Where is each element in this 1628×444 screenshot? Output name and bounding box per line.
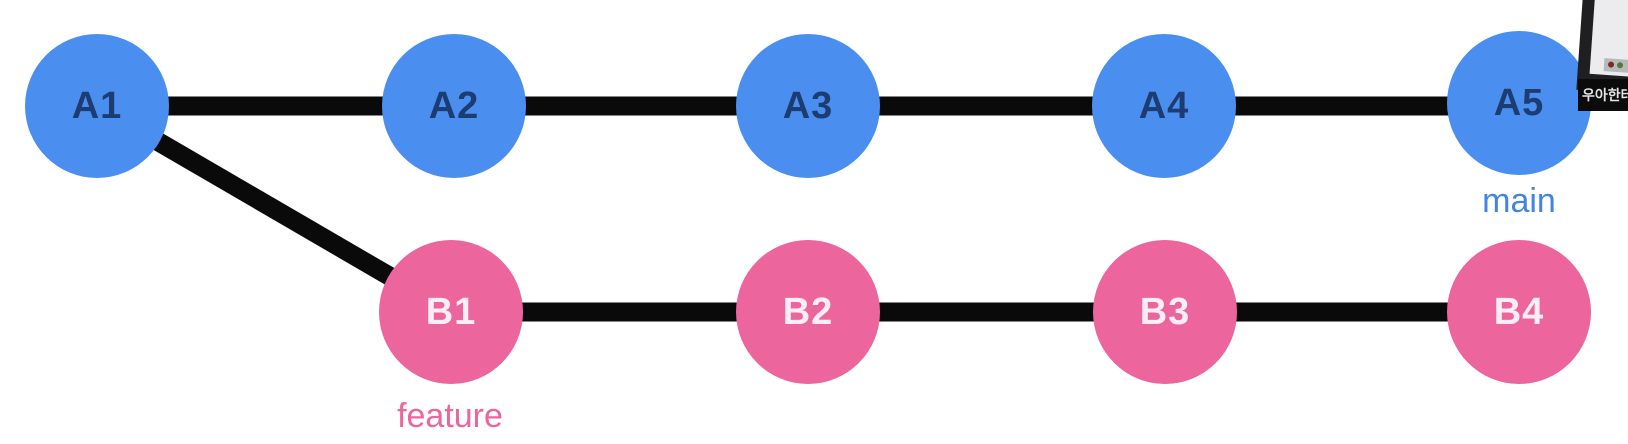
traffic-light-red-icon — [1607, 61, 1615, 68]
traffic-light-green-icon — [1616, 62, 1624, 69]
commit-node-a1: A1 — [25, 34, 169, 178]
commit-node-a3: A3 — [736, 34, 880, 178]
commit-node-b1: B1 — [379, 240, 523, 384]
window-titlebar — [1603, 58, 1628, 73]
commit-node-a2: A2 — [382, 34, 526, 178]
video-caption: 우아한테 — [1578, 79, 1628, 111]
branch-label-feature: feature — [397, 397, 503, 435]
commit-node-b4: B4 — [1447, 240, 1591, 384]
branch-label-main: main — [1482, 182, 1556, 220]
commit-node-b2: B2 — [736, 240, 880, 384]
commit-node-b3: B3 — [1093, 240, 1237, 384]
commit-node-a4: A4 — [1092, 34, 1236, 178]
commit-node-a5: A5 — [1447, 31, 1591, 175]
video-pip-overlay: 우아한테 — [1576, 0, 1628, 118]
